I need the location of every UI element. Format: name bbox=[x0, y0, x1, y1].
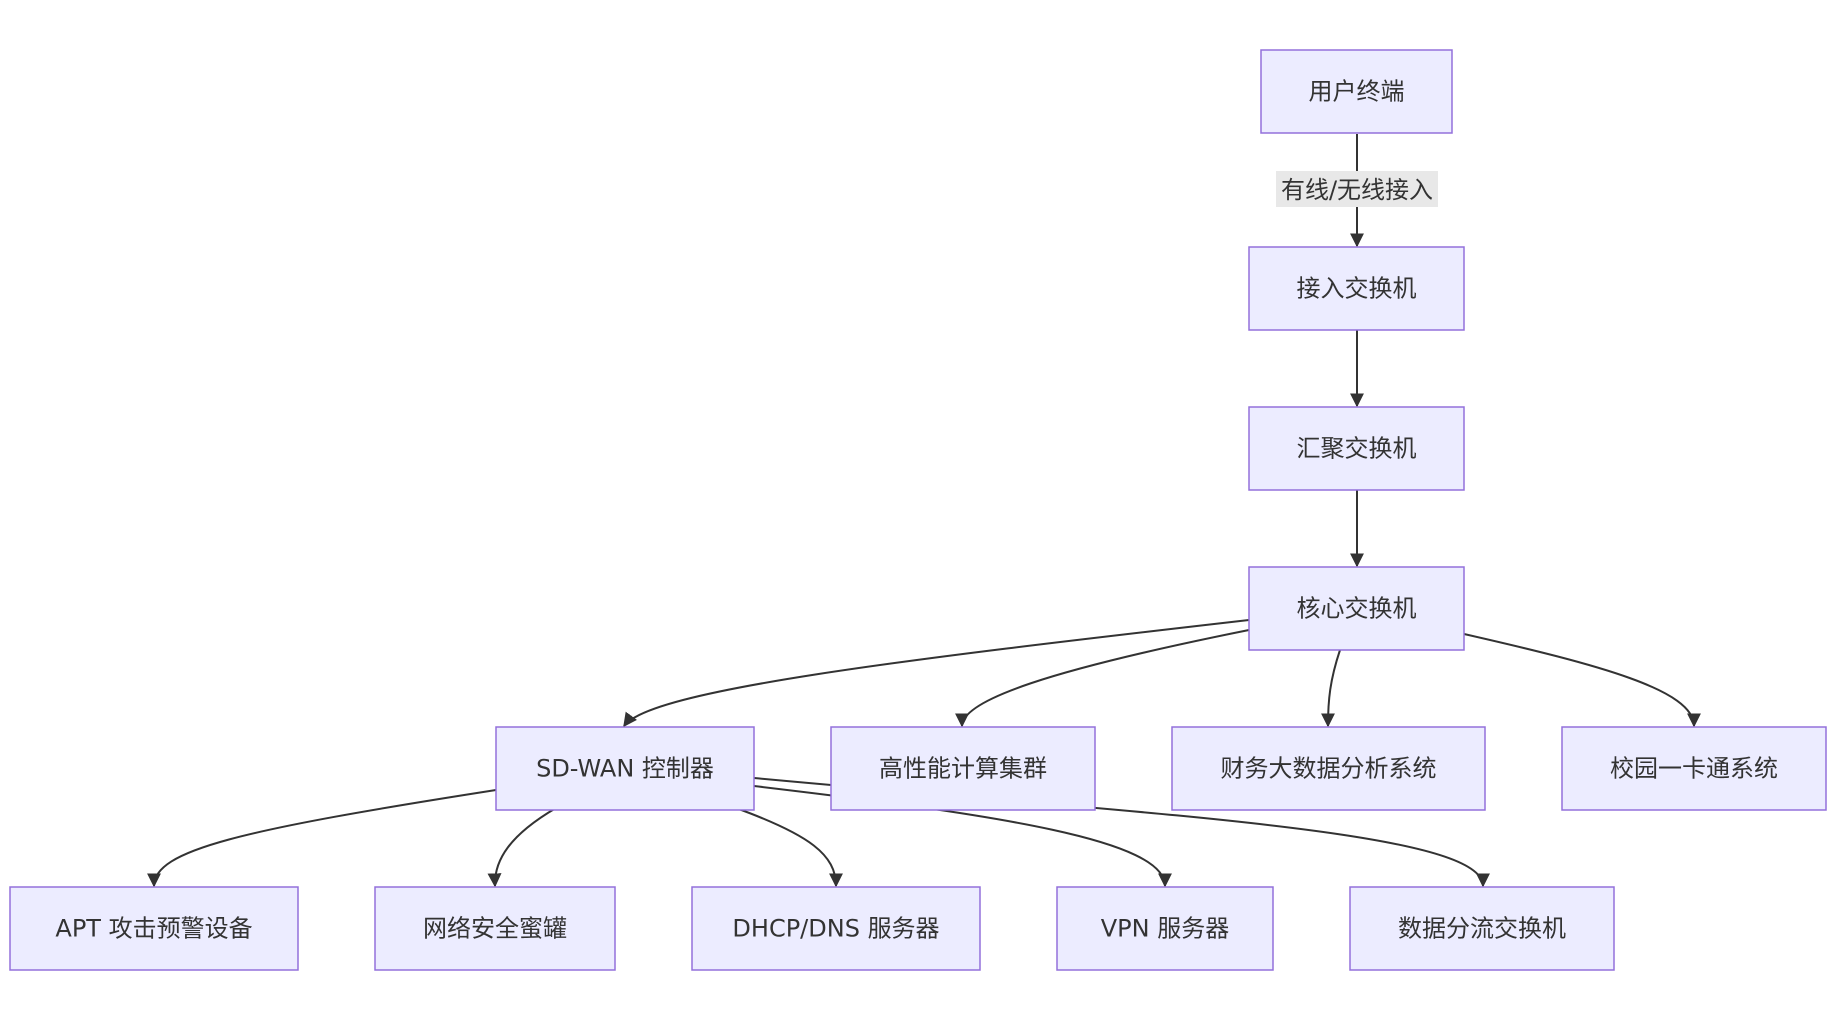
edge-core-to-hpc bbox=[955, 629, 1250, 728]
node-aggregation-switch[interactable]: 汇聚交换机 bbox=[1248, 406, 1465, 491]
node-hpc-cluster-label: 高性能计算集群 bbox=[879, 755, 1047, 783]
node-core-switch[interactable]: 核心交换机 bbox=[1248, 566, 1465, 651]
node-campus-card-system[interactable]: 校园一卡通系统 bbox=[1561, 726, 1827, 811]
node-hpc-cluster[interactable]: 高性能计算集群 bbox=[830, 726, 1096, 811]
node-campus-card-system-label: 校园一卡通系统 bbox=[1610, 755, 1778, 783]
edge-label-background bbox=[1276, 171, 1438, 207]
node-aggregation-switch-label: 汇聚交换机 bbox=[1297, 435, 1417, 463]
edge-core-to-sdwan bbox=[623, 619, 1250, 728]
node-access-switch-label: 接入交换机 bbox=[1297, 275, 1417, 303]
edge-core-to-campus-card bbox=[1463, 633, 1701, 728]
edge-label-wired-wireless: 有线/无线接入 bbox=[1276, 171, 1438, 207]
edge-sdwan-to-honeypot bbox=[487, 807, 557, 888]
node-security-honeypot-label: 网络安全蜜罐 bbox=[423, 915, 567, 943]
node-dhcp-dns-server[interactable]: DHCP/DNS 服务器 bbox=[691, 886, 981, 971]
node-vpn-server[interactable]: VPN 服务器 bbox=[1056, 886, 1274, 971]
node-finance-bigdata-system[interactable]: 财务大数据分析系统 bbox=[1171, 726, 1486, 811]
node-security-honeypot[interactable]: 网络安全蜜罐 bbox=[374, 886, 616, 971]
edge-sdwan-to-dhcp-dns bbox=[735, 807, 843, 888]
node-user-terminal-label: 用户终端 bbox=[1309, 78, 1405, 106]
node-sdwan-controller-label: SD-WAN 控制器 bbox=[536, 755, 714, 783]
node-user-terminal[interactable]: 用户终端 bbox=[1260, 49, 1453, 134]
node-finance-bigdata-system-label: 财务大数据分析系统 bbox=[1221, 755, 1437, 783]
node-sdwan-controller[interactable]: SD-WAN 控制器 bbox=[495, 726, 755, 811]
node-apt-warning-device-label: APT 攻击预警设备 bbox=[55, 915, 252, 943]
nodes: 用户终端 接入交换机 汇聚交换机 核心交换机 SD-WAN 控制器 高性能计算集… bbox=[9, 49, 1827, 971]
node-vpn-server-label: VPN 服务器 bbox=[1101, 915, 1229, 943]
node-access-switch[interactable]: 接入交换机 bbox=[1248, 246, 1465, 331]
edge-sdwan-to-apt bbox=[147, 789, 497, 888]
node-data-split-switch[interactable]: 数据分流交换机 bbox=[1349, 886, 1615, 971]
node-apt-warning-device[interactable]: APT 攻击预警设备 bbox=[9, 886, 299, 971]
edge-label-text: 有线/无线接入 bbox=[1281, 176, 1433, 204]
node-core-switch-label: 核心交换机 bbox=[1297, 595, 1417, 623]
node-data-split-switch-label: 数据分流交换机 bbox=[1398, 915, 1566, 943]
edge-core-to-finance bbox=[1321, 649, 1341, 728]
node-dhcp-dns-server-label: DHCP/DNS 服务器 bbox=[732, 915, 939, 943]
